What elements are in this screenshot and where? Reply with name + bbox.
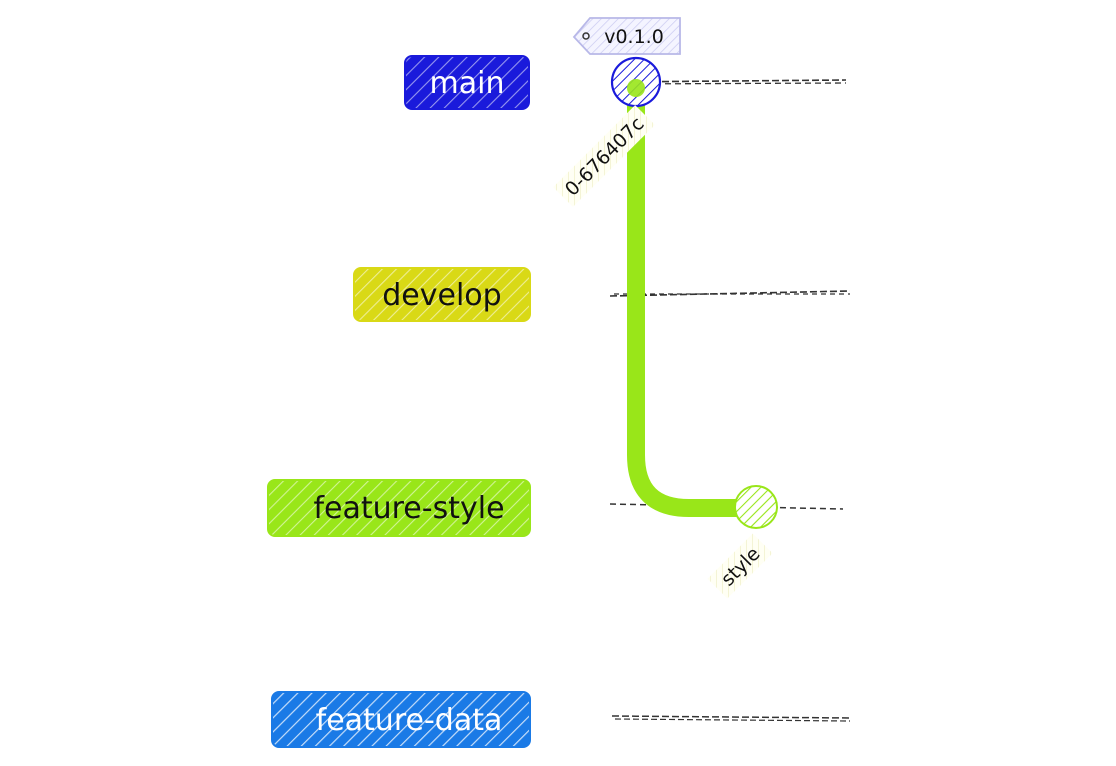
lane-line-main xyxy=(611,79,847,83)
branch-label-feature-style-text: feature-style xyxy=(313,491,504,526)
branch-label-feature-style[interactable]: feature-style xyxy=(267,479,531,537)
lane-line-develop xyxy=(609,290,851,297)
branch-lane-lines xyxy=(609,79,851,722)
branch-label-feature-data[interactable]: feature-data xyxy=(271,691,531,748)
branch-label-develop-text: develop xyxy=(382,278,501,313)
commit-label-main-box xyxy=(553,105,655,207)
tag-shape xyxy=(572,17,681,55)
lane-line-feature-data xyxy=(611,715,851,719)
tag-hole-icon xyxy=(582,32,590,40)
branch-label-feature-style-box xyxy=(267,479,531,537)
branch-label-main[interactable]: main xyxy=(404,55,530,110)
tag-v0-1-0[interactable]: v0.1.0 xyxy=(572,17,681,55)
tag-text: v0.1.0 xyxy=(604,26,664,48)
lane-line-main-2 xyxy=(614,82,847,85)
branch-label-develop[interactable]: develop xyxy=(353,267,531,322)
branch-connector-path xyxy=(627,83,765,517)
branch-label-main-text: main xyxy=(430,66,505,101)
branch-label-develop-box xyxy=(353,267,531,322)
commit-style[interactable] xyxy=(734,485,778,529)
lane-line-feature-style xyxy=(609,503,844,510)
commit-style-dot xyxy=(734,485,778,529)
branch-label-feature-data-text: feature-data xyxy=(316,703,503,738)
commit-label-style-box xyxy=(707,533,773,599)
commit-main[interactable] xyxy=(610,56,662,108)
branch-label-main-box xyxy=(404,55,530,110)
commit-main-inner xyxy=(627,79,645,97)
lane-line-feature-data-2 xyxy=(614,718,851,722)
branch-label-feature-data-box xyxy=(271,691,531,748)
commit-label-style: style xyxy=(707,533,773,599)
